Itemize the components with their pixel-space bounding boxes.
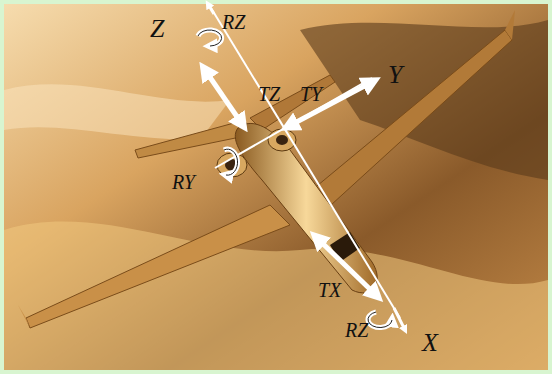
axis-label: Z⃗	[150, 16, 185, 42]
axis-label: Y⃗	[388, 62, 423, 88]
axis-label: TZ	[258, 84, 280, 104]
axis-label: X⃗	[422, 330, 458, 356]
axis-label: RY	[172, 172, 195, 192]
axis-label: TX	[318, 280, 341, 300]
axis-label: TY	[300, 84, 322, 104]
axis-label: RZ	[222, 12, 245, 32]
axis-label: RZ	[345, 320, 368, 340]
